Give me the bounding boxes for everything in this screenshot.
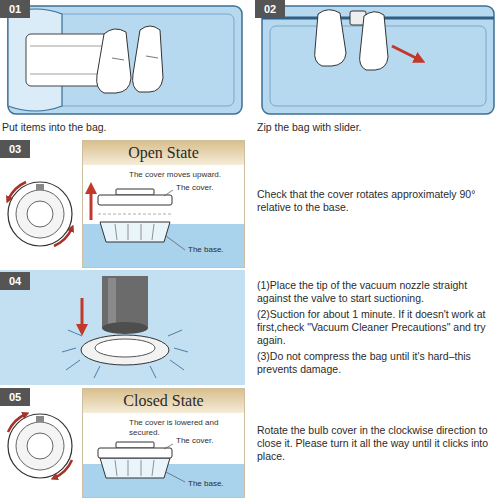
valve-closed-section-part (141, 460, 142, 476)
valve-open-section-part (98, 195, 172, 205)
bag-illustration-part (30, 74, 106, 75)
valve-open-section-part (166, 236, 185, 250)
zip-illustration-part (392, 46, 420, 60)
step-number-text: 03 (9, 144, 21, 155)
step-number: 03 (0, 140, 30, 158)
valve-face-part (27, 433, 53, 459)
zip-illustration-part (262, 6, 494, 114)
zip-illustration (262, 6, 494, 114)
instruction-text: (2)Suction for about 1 minute. If it doe… (257, 308, 495, 347)
vacuum-illustration-part (108, 278, 116, 326)
valve-open-section (82, 140, 245, 268)
vacuum-illustration-part (102, 322, 148, 334)
part-label: The cover. (176, 436, 213, 446)
valve-face-part (54, 228, 72, 246)
valve-open-section-part (152, 224, 154, 240)
valve-open-section-part (164, 190, 173, 196)
bag-illustration-part (133, 26, 163, 92)
instruction-text: Put items into the bag. (2, 121, 245, 134)
vacuum-illustration-part (81, 298, 84, 330)
valve-closed-section-part (82, 388, 245, 498)
valve-face-part (8, 182, 72, 246)
valve-closed-section-part (115, 460, 117, 476)
valve-face-part (54, 460, 72, 478)
instruction-text: Rotate the bulb cover in the clockwise d… (257, 424, 495, 463)
vacuum-illustration (0, 270, 245, 385)
vacuum-illustration-part (95, 339, 155, 357)
valve-face-part (16, 190, 64, 238)
valve-face-part (16, 422, 64, 470)
bag-illustration (8, 6, 242, 114)
vacuum-illustration-part (94, 366, 100, 378)
step-number-text: 04 (9, 276, 21, 287)
valve-closed-section-part (166, 472, 185, 482)
step-number: 05 (0, 388, 30, 406)
vacuum-illustration-part (62, 348, 76, 352)
instruction-text: Check that the cover rotates approximate… (257, 188, 495, 214)
vacuum-illustration-part (0, 270, 245, 385)
valve-closed-section-part (164, 444, 173, 449)
valve-face-part (8, 414, 72, 478)
valve-face-part (27, 201, 53, 227)
valve-face-part (36, 184, 44, 190)
valve-open-section-part (100, 222, 170, 242)
valve-face-part (36, 416, 44, 422)
vacuum-illustration-part (81, 335, 169, 365)
valve-face-part (8, 414, 26, 432)
valve-closed-section-part (116, 442, 154, 448)
state-heading: Closed State (83, 389, 244, 413)
valve-open-section-part (90, 188, 93, 220)
valve-closed-section (82, 388, 245, 498)
vacuum-illustration-part (66, 360, 80, 370)
vacuum-illustration-part (102, 276, 148, 328)
zip-illustration-part (360, 12, 388, 70)
state-note: The cover is lowered and secured. (129, 418, 237, 438)
valve-open-section-part (141, 224, 142, 240)
valve-open-section-part (128, 224, 129, 240)
valve-closed-section-part (98, 448, 172, 458)
vacuum-illustration-part (170, 360, 184, 370)
valve-open-section-part (115, 224, 117, 240)
step-number-text: 02 (264, 4, 276, 15)
step-number: 01 (0, 0, 30, 18)
valve-face-part (8, 182, 26, 200)
bag-illustration-part (146, 56, 158, 58)
vacuum-illustration-part (150, 366, 156, 378)
vacuum-illustration-part (174, 348, 188, 352)
step-number: 02 (255, 0, 285, 18)
vacuum-illustration-part (68, 330, 82, 336)
instruction-text: Zip the bag with slider. (257, 121, 497, 134)
valve-face (8, 414, 72, 478)
valve-closed-section-part (128, 460, 129, 476)
step-number: 04 (0, 272, 30, 290)
part-label: The cover. (176, 183, 213, 193)
step-number-text: 05 (9, 392, 21, 403)
part-label: The base. (188, 245, 224, 255)
bag-illustration-part (8, 6, 242, 114)
state-note: The cover moves upward. (129, 170, 237, 180)
valve-open-section-part (82, 140, 245, 268)
state-heading: Open State (83, 141, 244, 165)
valve-open-section-part (116, 189, 154, 195)
vacuum-illustration-part (168, 330, 182, 336)
valve-closed-section-part (100, 458, 170, 478)
bag-illustration-part (30, 46, 106, 47)
zip-illustration-part (315, 10, 346, 66)
part-label: The base. (188, 479, 224, 489)
instruction-text: (3)Do not compress the bag until it's ha… (257, 350, 495, 376)
bag-illustration-part (97, 29, 131, 93)
valve-face (8, 182, 72, 246)
step-number-text: 01 (9, 4, 21, 15)
valve-closed-section-part (152, 460, 154, 476)
valve-open-section-part (98, 214, 172, 215)
instruction-text: (1)Place the tip of the vacuum nozzle st… (257, 279, 495, 305)
bag-illustration-part (112, 58, 124, 60)
